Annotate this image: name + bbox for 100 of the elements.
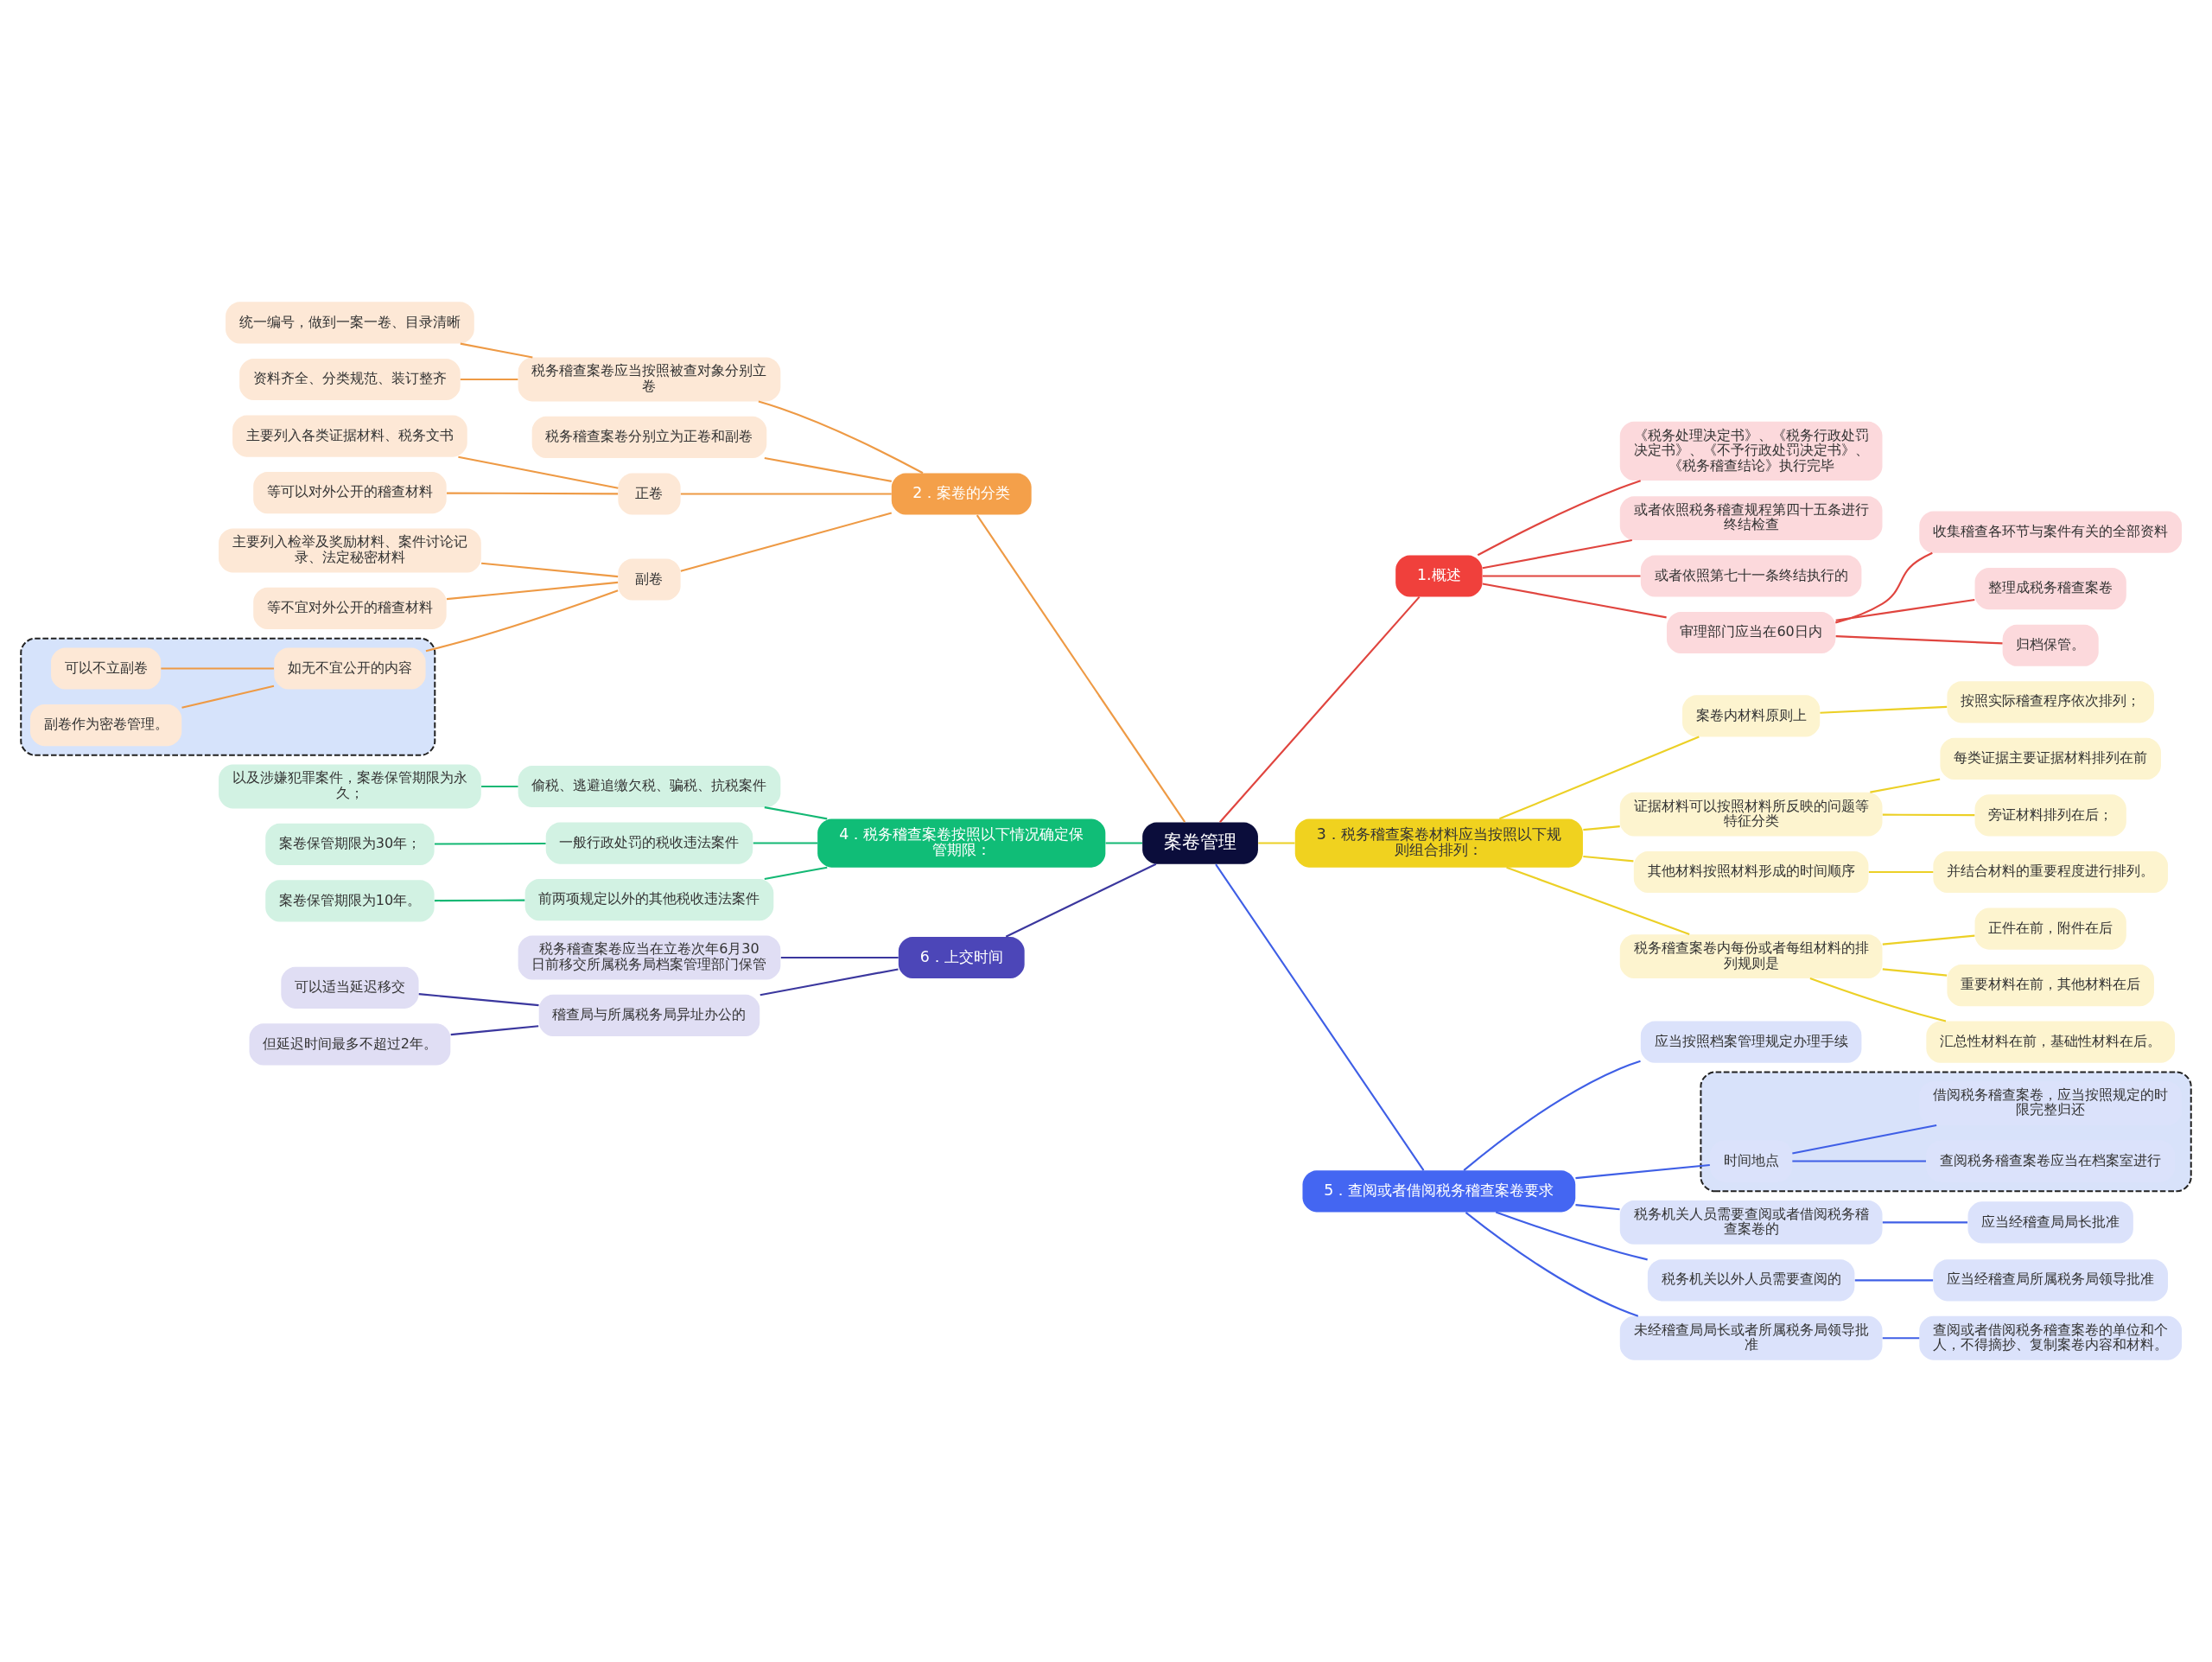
node-box: 重要材料在前，其他材料在后 [1947,965,2154,1007]
node-box: 查阅或者借阅税务稽查案卷的单位和个人，不得摘抄、复制案卷内容和材料。 [1919,1315,2183,1360]
connector [161,667,274,670]
node-box: 正卷 [618,473,681,515]
connector [1809,977,1947,1022]
node-box: 主要列入各类证据材料、税务文书 [232,415,467,457]
node-box: 或者依照税务稽查规程第四十五条进行终结检查 [1619,496,1883,540]
connector [1868,870,1934,874]
connector [460,378,518,381]
node-box: 《税务处理决定书》、《税务行政处罚决定书》、《不予行政处罚决定书》、《税务稽查结论》执行完毕 [1619,421,1883,481]
node-box: 6．上交时间 [898,936,1025,979]
node-box: 每类证据主要证据材料排列在前 [1940,737,2161,780]
connector [1495,1211,1648,1261]
connector [1477,480,1641,557]
node-box: 2．案卷的分类 [891,473,1032,515]
connector [1575,1204,1620,1211]
node-box: 1.概述 [1395,555,1483,597]
connector [1506,866,1690,936]
connector [1820,705,1948,714]
node-box: 税务稽查案卷分别立为正卷和副卷 [531,416,767,458]
node-box: 资料齐全、分类规范、装订整齐 [239,358,461,401]
connector [450,1025,539,1036]
connector [1882,1221,1968,1224]
connector [1792,1160,1926,1162]
node-box: 偷税、逃避追缴欠税、骗税、抗税案件 [518,765,781,808]
cluster [20,637,436,756]
connector [1870,778,1941,793]
node-box: 以及涉嫌犯罪案件，案卷保管期限为永久； [219,764,481,809]
connector [418,993,539,1007]
connector [1219,595,1421,823]
node-box: 应当经稽查局所属税务局领导批准 [1933,1259,2168,1302]
connector [1482,538,1632,570]
node-box: 整理成税务稽查案卷 [1974,568,2126,610]
cluster [1700,1071,2192,1193]
node-box: 等不宜对外公开的稽查材料 [253,587,447,629]
node-box: 应当经稽查局局长批准 [1967,1201,2133,1244]
connector [1575,1163,1710,1180]
node-box: 但延迟时间最多不超过2年。 [249,1023,451,1066]
node-box: 等可以对外公开的稽查材料 [253,472,447,514]
connector [425,589,619,653]
node-box: 税务稽查案卷应当按照被查对象分别立卷 [518,357,781,402]
connector [1005,863,1157,938]
node-box: 案卷内材料原则上 [1682,695,1821,737]
node-box: 案卷管理 [1142,822,1258,864]
node-box: 前两项规定以外的其他税收违法案件 [524,879,774,921]
connector [680,512,893,572]
node-box: 税务机关以外人员需要查阅的 [1647,1259,1855,1302]
connector [1583,855,1634,863]
connector [1215,863,1425,1171]
node-box: 统一编号，做到一案一卷、目录清晰 [226,302,474,344]
connector [1882,934,1975,946]
connector [1258,842,1295,844]
node-box: 可以适当延迟移交 [281,966,419,1009]
node-box: 汇总性材料在前，基础性材料在后。 [1926,1021,2175,1063]
connector [764,457,892,482]
connector [434,899,525,902]
connector [1835,598,1975,621]
node-box: 税务稽查案卷内每份或者每组材料的排列规则是 [1619,934,1883,979]
connector [1583,825,1620,831]
connector [1792,1124,1937,1155]
node-box: 或者依照第七十一条终结执行的 [1640,555,1862,597]
connector [1882,1337,1920,1340]
connector [481,785,518,788]
node-box: 可以不立副卷 [51,647,162,690]
node-box: 主要列入检举及奖励材料、案件讨论记录、法定秘密材料 [219,528,481,573]
connector [680,493,892,495]
node-box: 正件在前，附件在后 [1974,907,2126,950]
connector [1882,813,1975,817]
node-box: 收集稽查各环节与案件有关的全部资料 [1919,511,2183,553]
node-box: 归档保管。 [2002,624,2099,666]
node-box: 应当按照档案管理规定办理手续 [1640,1021,1862,1063]
connector [1465,1212,1639,1317]
node-box: 其他材料按照材料形成的时间顺序 [1633,850,1869,894]
node-text: 时间地点 [1723,1151,1779,1168]
node-box: 如无不宜公开的内容 [274,647,426,690]
node-text: 查阅税务稽查案卷应当在档案室进行 [1940,1151,2162,1168]
connector [753,842,818,844]
connector [764,806,828,820]
connector [764,866,828,881]
node-box: 4．税务稽查案卷按照以下情况确定保管期限： [817,818,1106,868]
connector [1835,551,1933,624]
connector [1482,575,1641,577]
connector [1105,842,1142,844]
node-box: 审理部门应当在60日内 [1666,611,1836,654]
node-box: 3．税务稽查案卷材料应当按照以下规则组合排列： [1294,818,1583,868]
connector [1463,1060,1641,1171]
connector [758,400,924,474]
connector [760,968,899,997]
node-box: 一般行政处罚的税收违法案件 [545,822,753,864]
node-box: 5．查阅或者借阅税务稽查案卷要求 [1302,1170,1576,1213]
connector [446,492,619,495]
connector [458,455,619,489]
node-box: 旁证材料排列在后； [1974,794,2126,837]
node-box: 税务稽查案卷应当在立卷次年6月30日前移交所属税务局档案管理部门保管 [518,935,781,980]
node-box: 未经稽查局局长或者所属税务局领导批准 [1619,1315,1883,1360]
connector [1482,583,1667,619]
connector [460,342,533,359]
node-box: 税务机关人员需要查阅或者借阅税务稽查案卷的 [1619,1200,1883,1245]
connector [780,956,899,959]
node-box: 证据材料可以按照材料所反映的问题等特征分类 [1619,792,1883,837]
